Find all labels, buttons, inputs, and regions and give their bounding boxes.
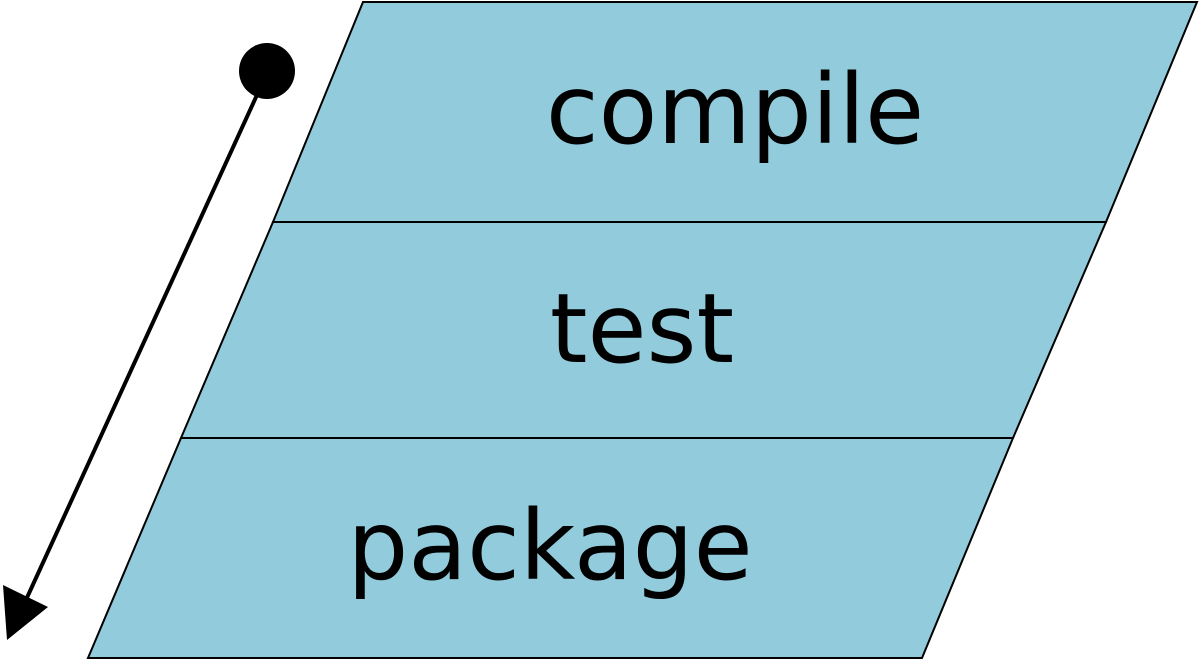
- flow-arrow-shaft: [23, 83, 264, 603]
- phase-test: test: [179, 221, 1108, 439]
- flow-start-dot: [239, 43, 295, 99]
- phase-package-label: package: [347, 490, 752, 602]
- phase-compile-label: compile: [546, 54, 924, 166]
- phase-package: package: [86, 437, 1015, 659]
- phase-compile: compile: [271, 1, 1199, 223]
- phase-package-band: [86, 437, 1015, 659]
- flow-arrowhead-icon: [3, 585, 48, 640]
- phase-test-label: test: [550, 273, 734, 385]
- flow-arrow: [3, 43, 295, 640]
